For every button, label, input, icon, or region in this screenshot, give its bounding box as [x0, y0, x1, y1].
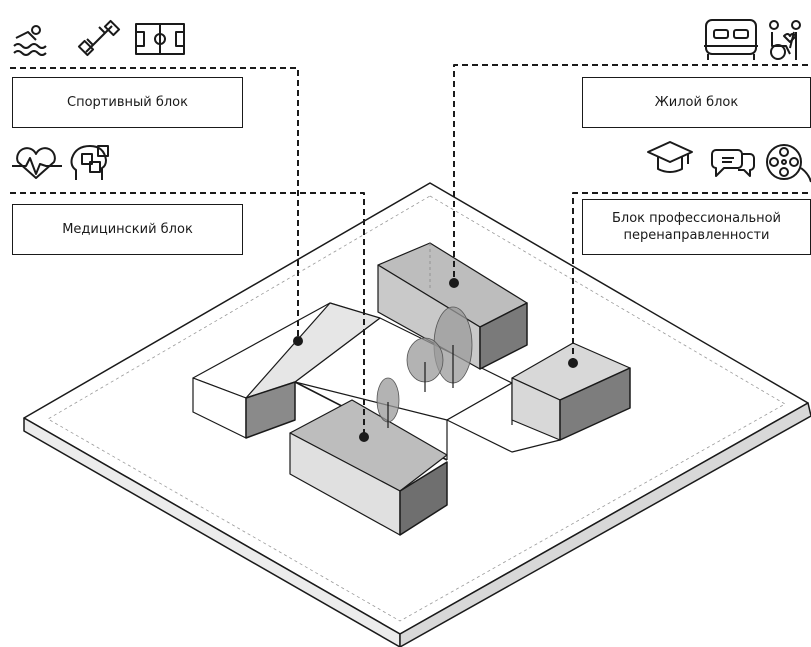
leader-professional [572, 192, 808, 362]
ground-inner-dashed-border [47, 195, 786, 622]
head-puzzle-icon [70, 145, 109, 180]
film-reel-icon [766, 144, 811, 183]
leader-medical [10, 192, 365, 436]
graduation-cap-icon [647, 141, 693, 173]
professional-block-label: Блок профессиональной перенаправленности [611, 211, 782, 243]
residential-block-label: Жилой блок [654, 95, 739, 110]
professional-side [559, 367, 631, 441]
leader-sport [10, 67, 299, 340]
leader-lines [10, 64, 808, 436]
building-sport [245, 302, 381, 439]
courtyard-trees [376, 306, 473, 428]
sport-block-label-box: Спортивный блок [12, 77, 243, 128]
building-professional [511, 342, 631, 441]
chat-bubbles-icon [711, 149, 755, 177]
sport-side [245, 381, 296, 439]
building-medical [289, 399, 448, 536]
swimmer-icon [13, 25, 47, 56]
residential-block-label-box: Жилой блок [582, 77, 811, 128]
professional-block-label-box: Блок профессиональной перенаправленности [582, 199, 811, 255]
caregiver-wheelchair-icon [769, 20, 801, 60]
ground-left-edge [23, 417, 401, 647]
medical-block-label-box: Медицинский блок [12, 204, 243, 255]
medical-block-label: Медицинский блок [62, 222, 193, 237]
dumbbell-icon [77, 19, 121, 57]
ground-right-edge [399, 402, 811, 647]
sport-block-label: Спортивный блок [67, 95, 188, 110]
heartbeat-icon [12, 147, 62, 179]
medical-side [399, 461, 448, 536]
leader-residential [453, 64, 808, 282]
bed-icon [704, 19, 758, 60]
sports-court-icon [135, 23, 185, 55]
residential-side [479, 302, 528, 370]
leader-endpoints [293, 278, 578, 442]
